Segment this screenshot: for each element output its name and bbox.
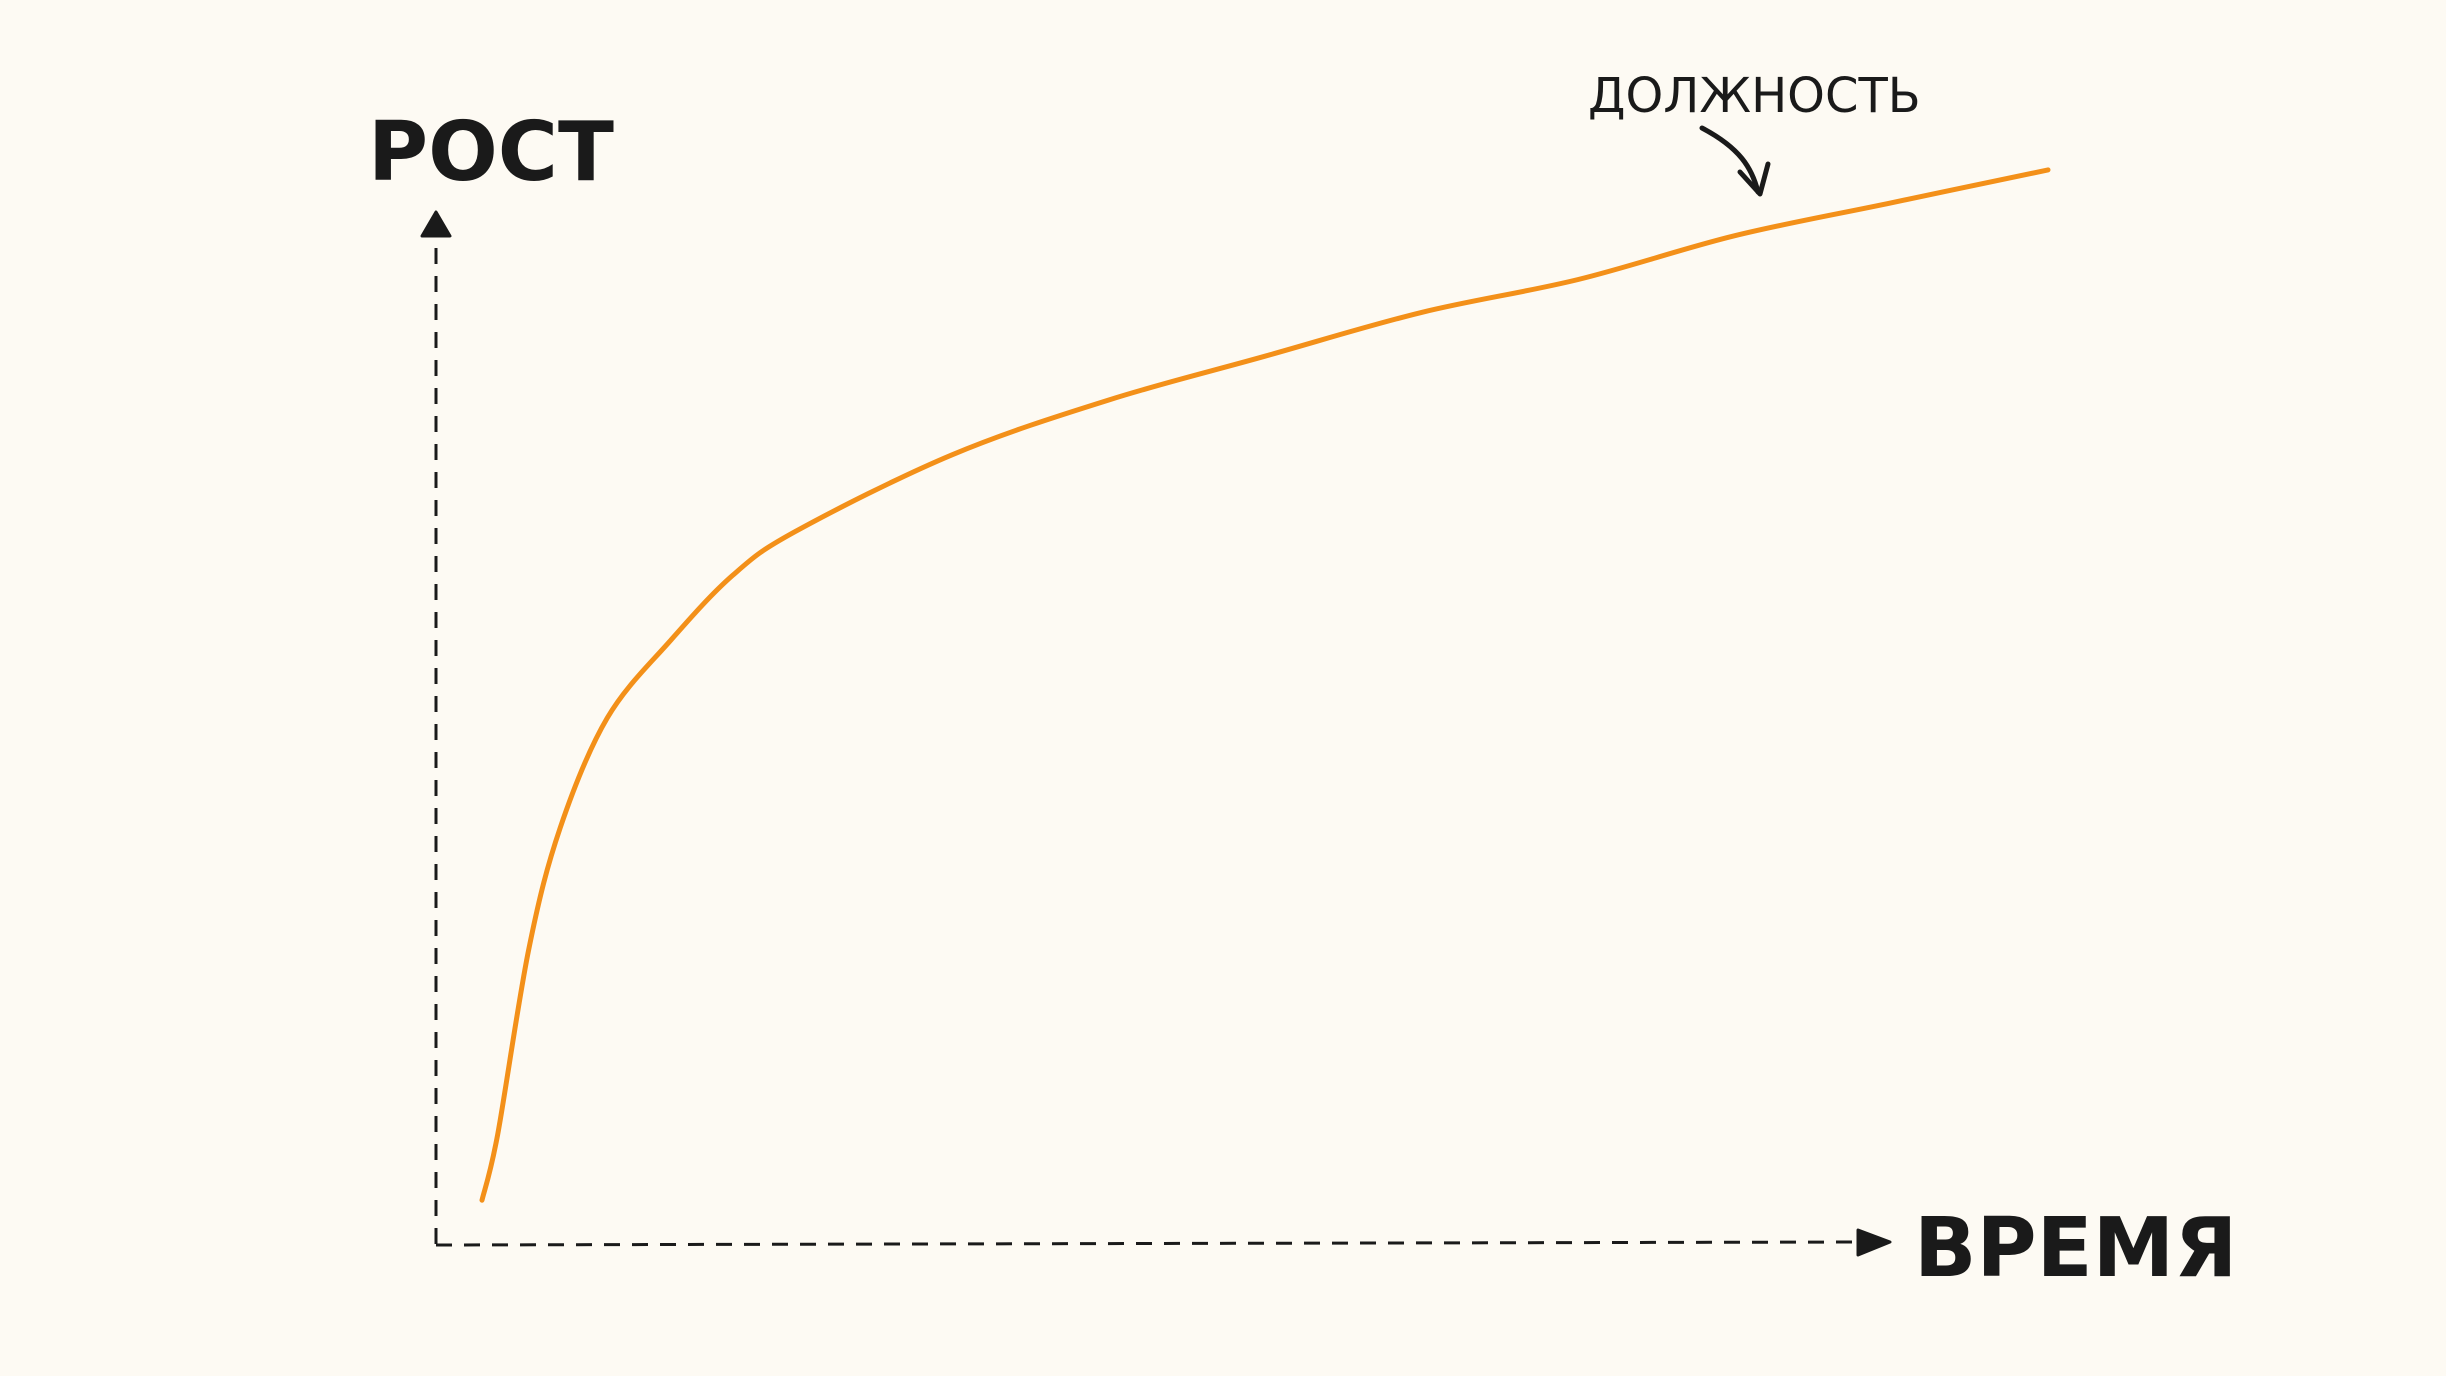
y-axis-label: РОСТ (368, 105, 614, 200)
y-axis-arrowhead (420, 210, 452, 238)
series-annotation-label: ДОЛЖНОСТЬ (1588, 68, 1921, 124)
x-axis (435, 1240, 1859, 1247)
annotation-arrowhead (1737, 161, 1771, 197)
x-axis-arrowhead (1856, 1228, 1892, 1257)
x-axis-label: ВРЕМЯ (1914, 1201, 2237, 1296)
series-line-dolzhnost (479, 167, 2051, 1203)
annotation-arrow (1699, 125, 1761, 195)
